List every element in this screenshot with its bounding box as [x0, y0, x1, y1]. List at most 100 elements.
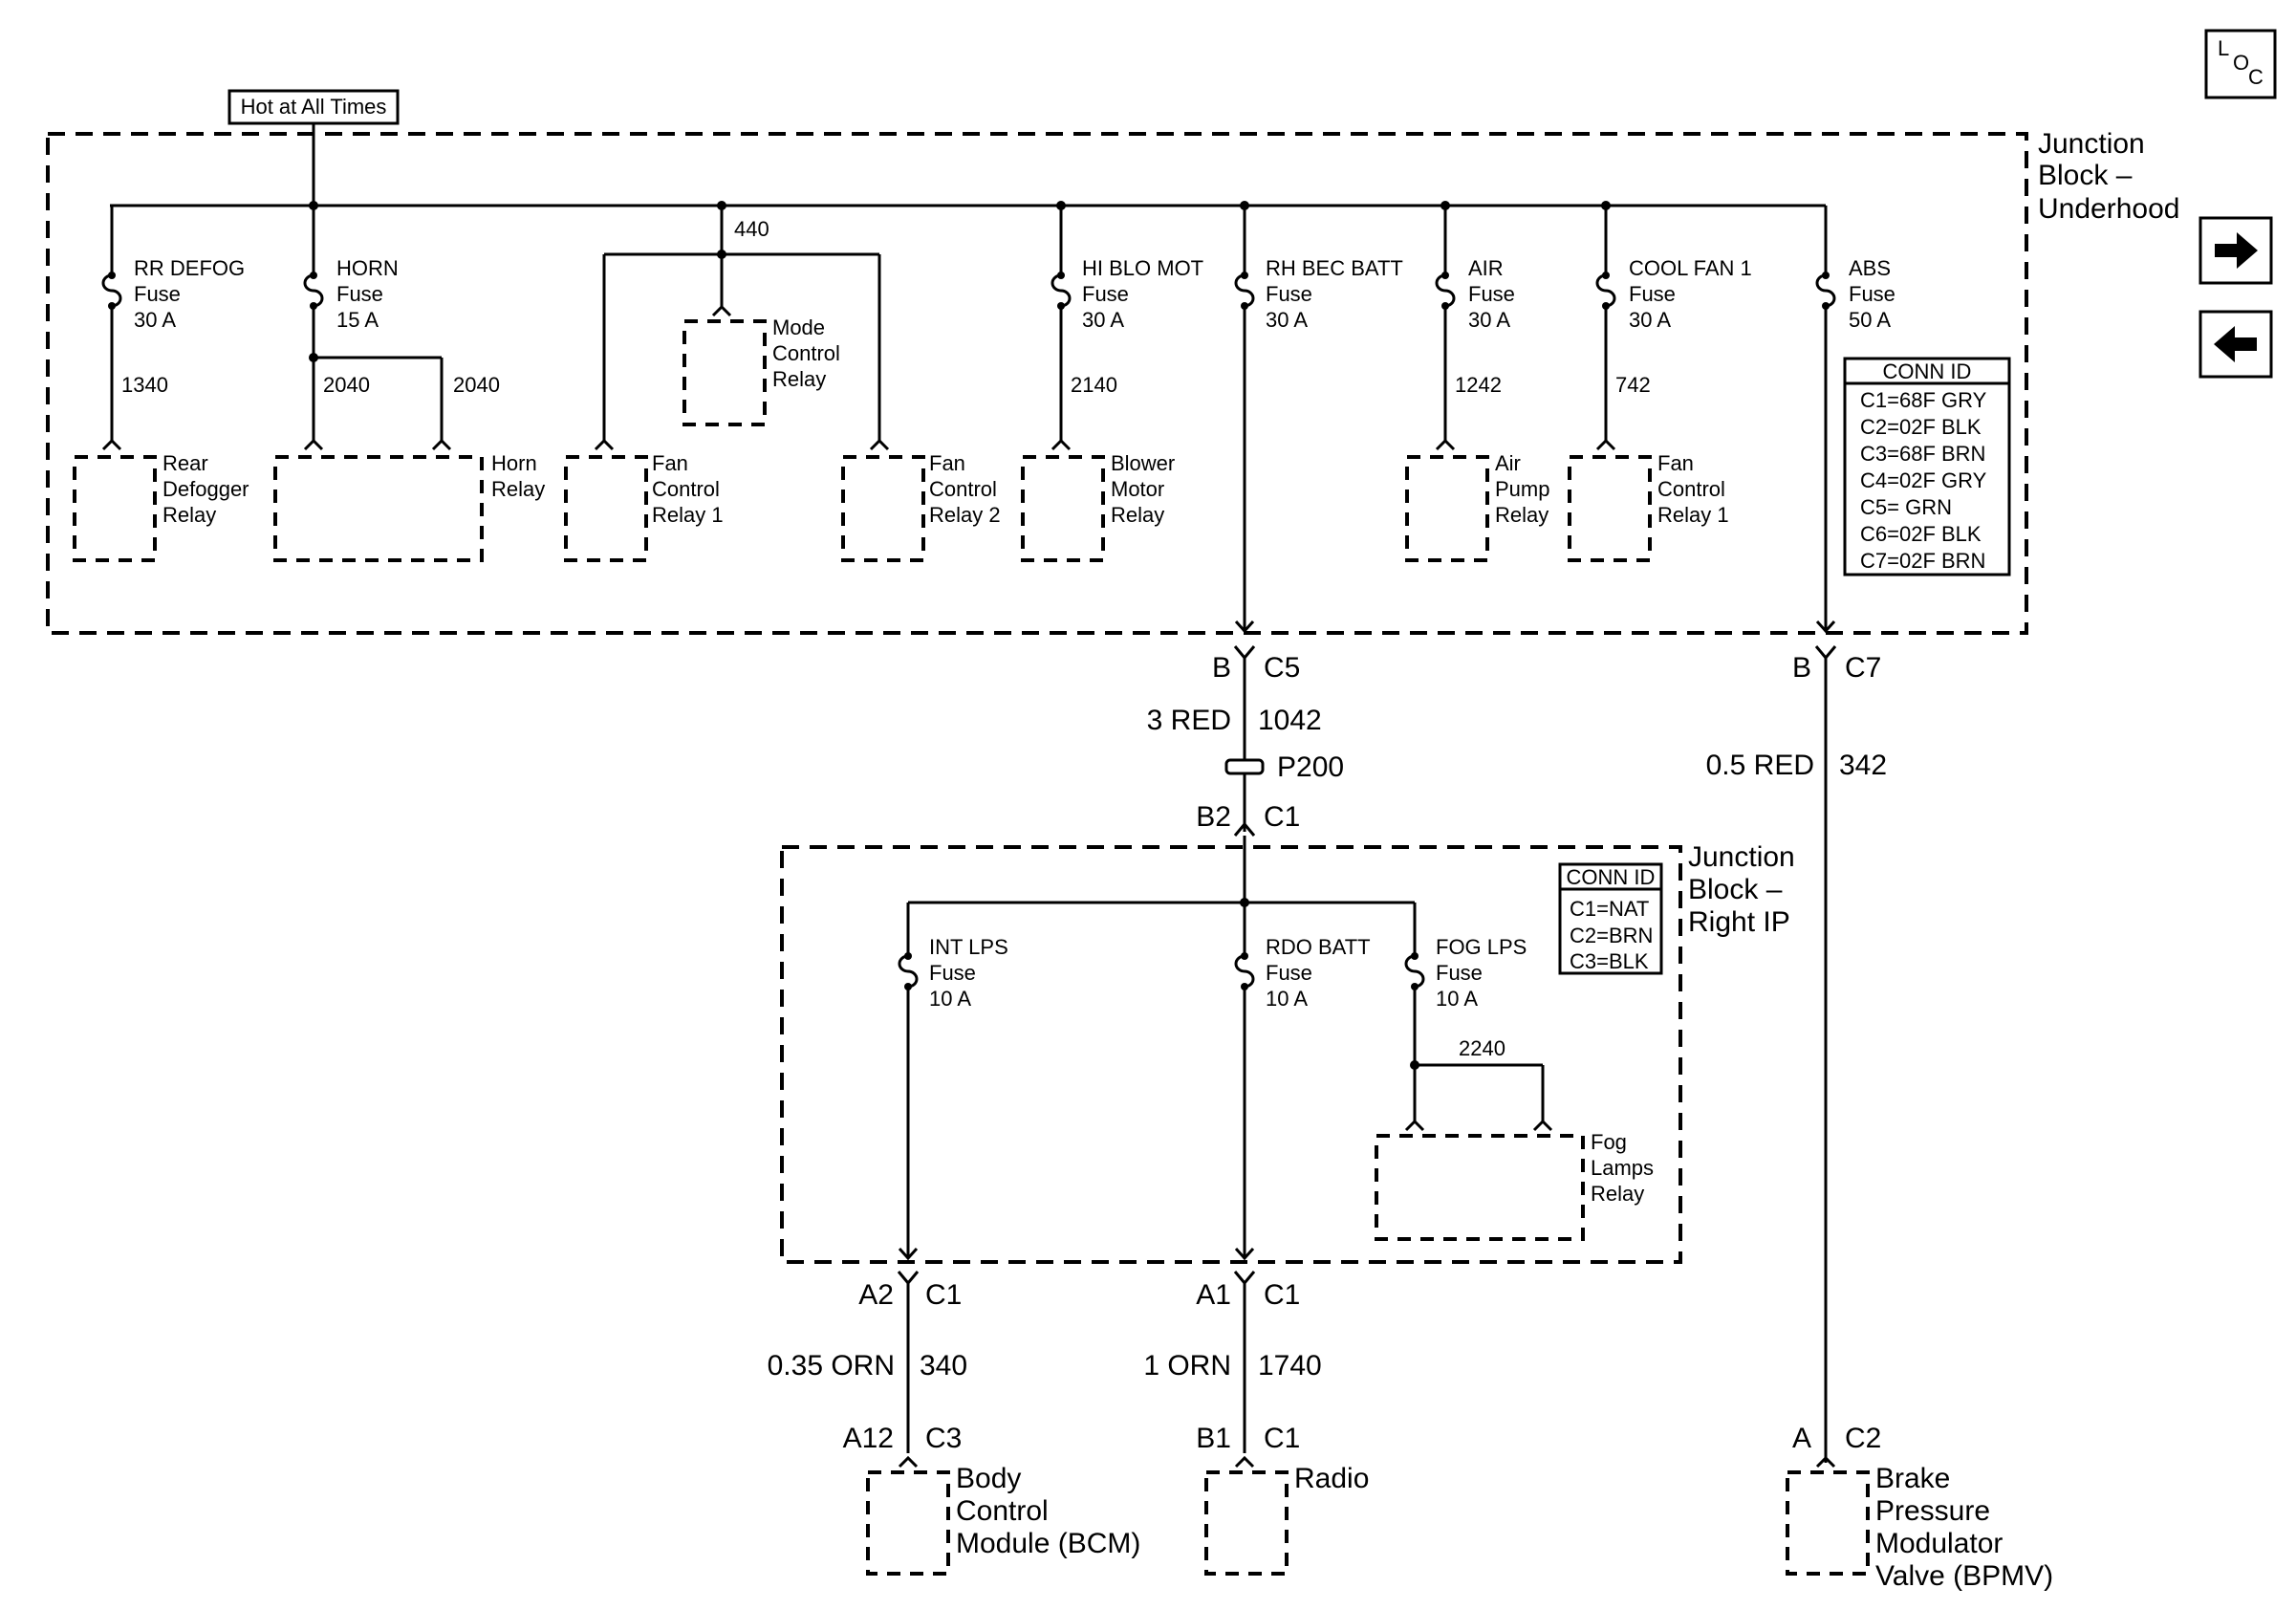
arrow-right-icon [2215, 232, 2258, 269]
svg-text:C5= GRN: C5= GRN [1860, 495, 1952, 519]
svg-text:HORN: HORN [336, 256, 399, 280]
body-control-module: A12 C3 Body Control Module (BCM) [843, 1423, 1140, 1576]
fuse-cool-fan-1: COOL FAN 1 Fuse 30 A 742 [1595, 206, 1752, 442]
svg-text:C3=68F BRN: C3=68F BRN [1860, 442, 1985, 466]
svg-text:A1: A1 [1196, 1279, 1231, 1311]
svg-text:Mode: Mode [772, 315, 825, 339]
svg-text:Relay 1: Relay 1 [1657, 503, 1729, 527]
svg-text:Fuse: Fuse [336, 282, 383, 306]
svg-text:C2=02F BLK: C2=02F BLK [1860, 415, 1982, 439]
forward-button[interactable] [2199, 216, 2273, 285]
junction-block-right-ip [780, 845, 1682, 1264]
svg-text:C1: C1 [1264, 1423, 1300, 1454]
fuse-hi-blo-mot: HI BLO MOT Fuse 30 A 2140 [1051, 206, 1203, 442]
svg-text:C6=02F BLK: C6=02F BLK [1860, 522, 1982, 546]
hot-label-text: Hot at All Times [241, 95, 387, 119]
svg-text:AIR: AIR [1468, 256, 1504, 280]
fuse-horn: HORN Fuse 15 A 2040 2040 [303, 206, 500, 442]
svg-text:Control: Control [929, 477, 997, 501]
svg-text:Fuse: Fuse [1468, 282, 1515, 306]
svg-text:Motor: Motor [1111, 477, 1164, 501]
svg-text:C3: C3 [925, 1423, 962, 1454]
svg-text:Blower: Blower [1111, 451, 1175, 475]
horn-relay: Horn Relay [273, 438, 545, 562]
svg-text:Control: Control [652, 477, 720, 501]
svg-text:30 A: 30 A [1468, 308, 1510, 332]
svg-text:Pressure: Pressure [1875, 1495, 1990, 1527]
svg-text:Relay: Relay [162, 503, 216, 527]
svg-text:Fuse: Fuse [1849, 282, 1895, 306]
fan-control-relay-1b: Fan Control Relay 1 [1568, 438, 1729, 562]
loc-o: O [2233, 51, 2249, 75]
connector-a2-c1: A2 C1 [858, 1271, 962, 1453]
connector-a1-c1: A1 C1 [1196, 1271, 1300, 1453]
svg-text:Module (BCM): Module (BCM) [956, 1528, 1140, 1559]
svg-text:Body: Body [956, 1463, 1021, 1494]
svg-text:Relay 2: Relay 2 [929, 503, 1001, 527]
svg-text:A2: A2 [858, 1279, 894, 1311]
fuse-int-lps: INT LPS Fuse 10 A [898, 903, 1008, 1261]
mode-control-relay: Mode Control Relay [682, 304, 840, 426]
svg-text:C1: C1 [925, 1279, 962, 1311]
svg-text:Horn: Horn [491, 451, 537, 475]
svg-text:15 A: 15 A [336, 308, 379, 332]
back-button[interactable] [2199, 310, 2273, 379]
loc-button[interactable]: L O C [2204, 29, 2277, 99]
svg-text:P200: P200 [1277, 751, 1344, 783]
svg-text:Relay: Relay [491, 477, 545, 501]
svg-text:C1=68F GRY: C1=68F GRY [1860, 388, 1987, 412]
svg-text:RR DEFOG: RR DEFOG [134, 256, 245, 280]
svg-text:Air: Air [1495, 451, 1521, 475]
connector-c5: B C5 [1212, 645, 1300, 746]
conn-id-table-underhood: CONN ID C1=68F GRY C2=02F BLK C3=68F BRN… [1843, 357, 2011, 577]
svg-text:Junction: Junction [1688, 841, 1795, 873]
wire-0-35-orn: 0.35 ORN [768, 1350, 895, 1382]
blower-motor-relay: Blower Motor Relay [1021, 438, 1175, 562]
fuse-abs: ABS Fuse 50 A [1606, 204, 1895, 634]
svg-text:C2: C2 [1845, 1423, 1881, 1454]
circuit-2140: 2140 [1071, 373, 1117, 397]
circuit-1242: 1242 [1455, 373, 1502, 397]
hot-at-all-times-label: Hot at All Times [227, 89, 400, 125]
svg-text:Relay: Relay [1591, 1182, 1644, 1206]
junction-block-underhood [46, 132, 2028, 635]
circuit-440: 440 [734, 217, 769, 241]
svg-text:INT LPS: INT LPS [929, 935, 1008, 959]
svg-text:Underhood: Underhood [2038, 193, 2179, 225]
svg-text:B1: B1 [1196, 1423, 1231, 1454]
loc-l: L [2218, 36, 2229, 60]
svg-text:Control: Control [772, 341, 840, 365]
svg-text:Fan: Fan [1657, 451, 1694, 475]
svg-text:30 A: 30 A [1629, 308, 1671, 332]
wire-3-red: 3 RED [1147, 705, 1231, 736]
svg-text:Defogger: Defogger [162, 477, 249, 501]
fuse-rdo-batt: RDO BATT Fuse 10 A [1234, 903, 1371, 1261]
circuit-2240: 2240 [1459, 1036, 1505, 1060]
fan-control-relay-2: Fan Control Relay 2 [841, 438, 1001, 562]
svg-text:Fuse: Fuse [929, 961, 976, 985]
circuit-2040-a: 2040 [323, 373, 370, 397]
svg-text:RH BEC BATT: RH BEC BATT [1266, 256, 1403, 280]
svg-text:10 A: 10 A [1436, 987, 1478, 1011]
wire-1-orn: 1 ORN [1143, 1350, 1231, 1382]
svg-text:Control: Control [956, 1495, 1049, 1527]
circuit-742: 742 [1615, 373, 1651, 397]
svg-text:C1: C1 [1264, 1279, 1300, 1311]
loc-c: C [2248, 65, 2264, 89]
svg-text:Fog: Fog [1591, 1130, 1627, 1154]
wire-0-5-red: 0.5 RED [1706, 750, 1814, 781]
svg-text:Rear: Rear [162, 451, 208, 475]
circuit-1340: 1340 [121, 373, 168, 397]
svg-text:Valve (BPMV): Valve (BPMV) [1875, 1560, 2053, 1592]
svg-text:Relay: Relay [772, 367, 826, 391]
fuse-fog-lps: FOG LPS Fuse 10 A 2240 [1404, 903, 1545, 1122]
svg-text:RDO BATT: RDO BATT [1266, 935, 1371, 959]
svg-text:A: A [1792, 1423, 1811, 1454]
svg-text:Modulator: Modulator [1875, 1528, 2003, 1559]
svg-text:Lamps: Lamps [1591, 1156, 1654, 1180]
svg-text:Fan: Fan [929, 451, 965, 475]
circuit-342: 342 [1839, 750, 1887, 781]
svg-text:C7: C7 [1845, 652, 1881, 684]
connector-c1-jb-right-ip: B2 C1 [1196, 798, 1300, 837]
